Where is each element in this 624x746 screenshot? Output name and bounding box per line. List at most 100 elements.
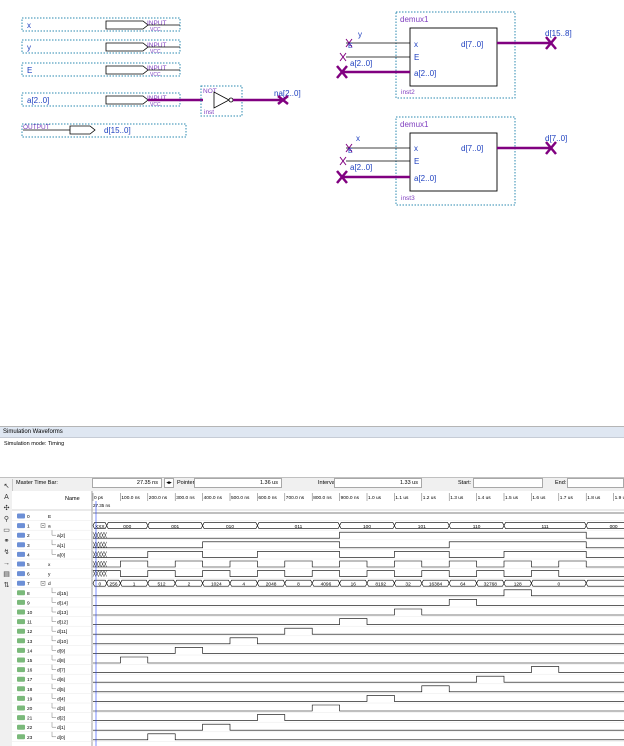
wire-label-x: x bbox=[356, 134, 360, 143]
signal-name[interactable]: d[4] bbox=[57, 696, 65, 702]
time-tick-label: 1.3 us bbox=[450, 495, 464, 501]
signal-name[interactable]: d[8] bbox=[57, 658, 65, 664]
signal-name[interactable]: d[10] bbox=[57, 639, 68, 645]
time-tick-label: 200.0 ns bbox=[149, 495, 168, 501]
start-field[interactable] bbox=[473, 478, 543, 488]
signal-name[interactable]: d[5] bbox=[57, 687, 65, 693]
time-tick-label: 300.0 ns bbox=[176, 495, 195, 501]
time-tick-label: 1.1 us bbox=[395, 495, 409, 501]
wave-bus-a-value: 010 bbox=[226, 524, 234, 530]
wire-label-e: E bbox=[348, 43, 353, 50]
signal-index: 10 bbox=[27, 610, 33, 616]
signal-name[interactable]: E bbox=[48, 514, 51, 520]
input-label: a[2..0] bbox=[27, 96, 49, 105]
sort-icon[interactable]: ⇅ bbox=[3, 582, 10, 589]
text-tool-icon[interactable]: A bbox=[4, 494, 9, 501]
input-pin-y[interactable]: y INPUT VCC bbox=[21, 39, 181, 55]
wave-bus-d-value: 4096 bbox=[321, 581, 332, 587]
wave-bus-a-segment bbox=[147, 522, 203, 529]
input-pin-a[interactable]: a[2..0] INPUT VCC bbox=[21, 92, 203, 108]
demux-title: demux1 bbox=[400, 120, 429, 129]
pin-type: INPUT bbox=[147, 65, 167, 72]
signal-index: 11 bbox=[27, 620, 32, 626]
signal-index: 18 bbox=[27, 687, 33, 693]
wire-label-out: d[15..8] bbox=[545, 29, 572, 38]
wave-d1 bbox=[93, 723, 624, 731]
wave-d4 bbox=[93, 695, 624, 702]
pointer-tool-icon[interactable]: ↖ bbox=[3, 483, 10, 490]
signal-index: 19 bbox=[27, 696, 33, 702]
input-pin-e[interactable]: E INPUT VCC bbox=[21, 62, 181, 78]
pin-type: INPUT bbox=[147, 95, 167, 102]
pointer-field[interactable]: 1.36 us bbox=[194, 478, 282, 488]
arrow-right-icon[interactable]: → bbox=[3, 560, 10, 567]
replace-icon[interactable]: ↯ bbox=[3, 549, 10, 556]
signal-name[interactable]: d[2] bbox=[57, 716, 65, 722]
wave-bus-a-segment bbox=[448, 522, 505, 529]
node-tool-icon[interactable]: ✣ bbox=[3, 505, 10, 512]
interval-field[interactable]: 1.33 us bbox=[334, 478, 422, 488]
signal-name[interactable]: d bbox=[48, 581, 51, 587]
time-tick-label: 1.6 us bbox=[532, 495, 546, 501]
signal-name[interactable]: d[12] bbox=[57, 620, 68, 626]
wave-bus-d-value: 0 bbox=[99, 581, 102, 587]
signal-name[interactable]: x bbox=[48, 563, 51, 568]
signal-name[interactable]: d[11] bbox=[57, 629, 67, 635]
time-tick-label: 1.5 us bbox=[505, 495, 519, 501]
wave-d15 bbox=[93, 589, 624, 597]
time-spin-icon[interactable]: ◂▸ bbox=[164, 478, 174, 488]
signal-name[interactable]: d[0] bbox=[57, 735, 65, 741]
signal-index: 4 bbox=[27, 552, 30, 558]
signal-index: 8 bbox=[27, 591, 30, 597]
demux-inst2[interactable]: demux1 x E a[2..0] d[7..0] inst2 y E a[2… bbox=[336, 11, 572, 99]
overwrite-icon[interactable]: ▤ bbox=[3, 571, 10, 578]
wave-bus-d-value: 32768 bbox=[484, 581, 498, 587]
time-tick-label: 500.0 ns bbox=[231, 495, 250, 501]
signal-name[interactable]: a[2] bbox=[57, 533, 65, 539]
signal-index: 7 bbox=[27, 581, 30, 587]
wave-bus-d-segment bbox=[476, 579, 505, 587]
signal-name[interactable]: d[15] bbox=[57, 591, 68, 597]
signal-name[interactable]: d[13] bbox=[57, 610, 68, 616]
wire-label-e: E bbox=[348, 148, 353, 155]
output-pin-d[interactable]: OUTPUT d[15..0] bbox=[21, 123, 187, 138]
wave-bus-d-value: 1024 bbox=[211, 581, 222, 587]
signal-name[interactable]: d[1] bbox=[57, 725, 65, 731]
not-gate[interactable]: NOT inst na[2..0] bbox=[200, 85, 301, 117]
signal-name[interactable]: y bbox=[48, 573, 51, 578]
signal-name[interactable]: a bbox=[48, 525, 51, 530]
signal-name[interactable]: d[7] bbox=[57, 668, 65, 674]
signal-name[interactable]: d[6] bbox=[57, 677, 65, 683]
wave-d6 bbox=[93, 675, 624, 683]
wire-label-y: y bbox=[358, 30, 362, 39]
end-field[interactable] bbox=[567, 478, 624, 488]
signal-index: 21 bbox=[27, 716, 33, 722]
wave-bus-d-value: 4 bbox=[242, 581, 245, 587]
port-d: d[7..0] bbox=[461, 144, 483, 153]
wave-bus-d-segment bbox=[257, 579, 286, 587]
wave-bus-a-value: 111 bbox=[541, 524, 549, 530]
master-time-field[interactable]: 27.35 ns bbox=[92, 478, 162, 488]
signal-name[interactable]: a[0] bbox=[57, 552, 65, 558]
schematic-canvas[interactable]: x INPUT VCC y INPUT VCC E INPUT VCC a[2.… bbox=[0, 0, 624, 426]
gate-type: NOT bbox=[203, 88, 217, 95]
signal-type-icon bbox=[17, 580, 25, 586]
zoom-tool-icon[interactable]: ⚲ bbox=[3, 516, 10, 523]
signal-type-icon bbox=[17, 523, 25, 529]
fullscreen-icon[interactable]: ▭ bbox=[3, 527, 10, 534]
wave-a2 bbox=[93, 531, 624, 539]
signal-name[interactable]: d[3] bbox=[57, 706, 65, 712]
signal-name[interactable]: d[9] bbox=[57, 648, 65, 654]
wave-bus-d-value: 2 bbox=[188, 581, 191, 587]
wire-label-a: a[2..0] bbox=[350, 59, 372, 68]
find-icon[interactable]: ⚭ bbox=[3, 538, 10, 545]
wave-bus-d-segment bbox=[174, 579, 203, 587]
wave-d11 bbox=[93, 627, 624, 635]
signal-name[interactable]: a[1] bbox=[57, 543, 65, 549]
demux-inst3[interactable]: demux1 x E a[2..0] d[7..0] inst3 x E a[2… bbox=[336, 116, 567, 206]
signal-name[interactable]: d[14] bbox=[57, 600, 68, 606]
signal-index: 9 bbox=[27, 600, 30, 606]
input-pin-x[interactable]: x INPUT VCC bbox=[21, 17, 181, 33]
signal-type-icon bbox=[17, 667, 25, 673]
